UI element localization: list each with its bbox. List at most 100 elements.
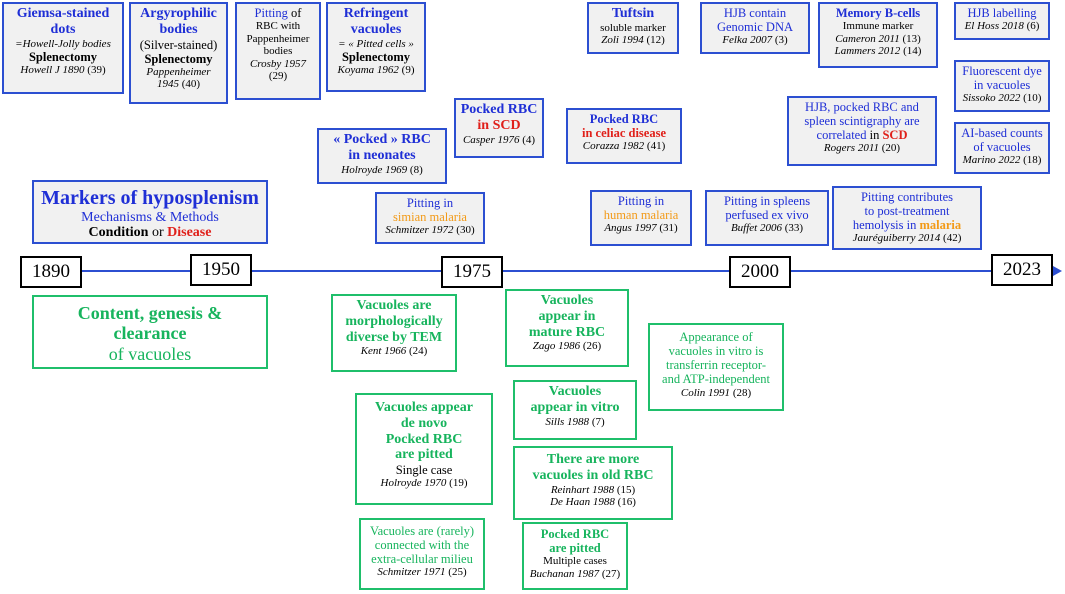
hjb-scd-l3b: in [866, 128, 883, 143]
hjb-scd-ref: Rogers 2011 [823, 142, 880, 155]
pocked-neo-l1: « Pocked » RBC [333, 132, 431, 147]
post-l2: to post-treatment [864, 204, 950, 219]
mature-box: Vacuoles appear in mature RBC Zago 1986 … [505, 289, 629, 367]
denovo-l5: Single case [395, 463, 453, 478]
fluor-box: Fluorescent dye in vacuoles Sissoko 2022… [954, 60, 1050, 112]
tuftsin-box: Tuftsin soluble marker Zoli 1994 (12) [587, 2, 679, 54]
tem-l3: diverse by TEM [345, 329, 443, 345]
argyro-ref2: 1945 [156, 78, 179, 91]
post-treatment-box: Pitting contributes to post-treatment he… [832, 186, 982, 250]
legend-content-line1: Content, genesis & [77, 303, 223, 323]
giemsa-condition: Splenectomy [28, 50, 98, 65]
denovo-l2: de novo [400, 415, 448, 431]
simian-l2: simian malaria [393, 210, 467, 225]
refringent-condition: Splenectomy [341, 50, 411, 65]
hjb-label-l1: HJB labelling [967, 6, 1037, 20]
ai-box: AI-based counts of vacuoles Marino 2022 … [954, 122, 1050, 174]
spleens-l2: perfused ex vivo [725, 208, 809, 223]
hjb-dna-ref: Felka 2007 [722, 34, 773, 47]
tem-ref: Kent 1966 [360, 345, 407, 358]
giemsa-box: Giemsa-stained dots =Howell-Jolly bodies… [2, 2, 124, 94]
hjb-scd-l3a: correlated [816, 128, 867, 143]
pitting-word: Pitting [254, 6, 288, 20]
denovo-box: Vacuoles appear de novo Pocked RBC are p… [355, 393, 493, 505]
memory-b-ref1: Cameron 2011 [835, 32, 900, 45]
human-l2: human malaria [603, 208, 679, 223]
ai-l1: AI-based counts [961, 126, 1043, 140]
pitted-num: (27) [599, 567, 621, 580]
fluor-l2: in vacuoles [973, 78, 1031, 93]
mature-ref: Zago 1986 [532, 340, 581, 353]
invitro-num: (7) [589, 415, 605, 428]
denovo-num: (19) [446, 477, 468, 490]
tem-l1: Vacuoles are [356, 298, 432, 313]
tuftsin-sub: soluble marker [600, 21, 666, 34]
denovo-l1: Vacuoles appear [375, 400, 473, 415]
transferrin-l4: and ATP-independent [662, 372, 770, 387]
pocked-neonates-box: « Pocked » RBC in neonates Holroyde 1969… [317, 128, 447, 184]
mature-l2: appear in [538, 308, 596, 324]
human-box: Pitting in human malaria Angus 1997 (31) [590, 190, 692, 246]
post-l3b: malaria [919, 218, 962, 233]
pitted-l1: Pocked RBC [540, 527, 610, 541]
mature-l1: Vacuoles [540, 293, 594, 308]
year-2023: 2023 [991, 254, 1053, 286]
tem-num: (24) [406, 345, 428, 358]
memory-b-num2: (14) [900, 44, 922, 57]
fluor-num: (10) [1020, 92, 1042, 105]
denovo-ref: Holroyde 1970 [380, 477, 447, 490]
pitting-l4: bodies [263, 45, 293, 58]
post-num: (42) [940, 232, 962, 245]
pitted-l2: are pitted [549, 541, 601, 556]
pocked-celiac-num: (41) [644, 140, 666, 153]
spleens-l1: Pitting in spleens [723, 194, 811, 208]
legend-condition: Condition [88, 225, 149, 241]
giemsa-sub: =Howell-Jolly bodies [15, 37, 111, 50]
pocked-celiac-l2: in celiac disease [581, 126, 666, 141]
rarely-l2: connected with the [374, 538, 470, 553]
tuftsin-ref: Zoli 1994 [601, 34, 644, 47]
rarely-l3: extra-cellular milieu [371, 552, 473, 567]
old-num2: (16) [614, 496, 636, 509]
refringent-box: Refringent vacuoles = « Pitted cells » S… [326, 2, 426, 92]
pitted-ref: Buchanan 1987 [529, 567, 600, 580]
invitro-l1: Vacuoles [548, 384, 602, 399]
ai-ref: Marino 2022 [962, 154, 1021, 167]
mature-l3: mature RBC [528, 324, 606, 340]
memory-b-title: Memory B-cells [835, 6, 921, 20]
legend-markers-box: Markers of hyposplenism Mechanisms & Met… [32, 180, 268, 244]
argyro-sub: (Silver-stained) [139, 37, 218, 52]
giemsa-num: (39) [84, 64, 106, 77]
spleens-num: (33) [781, 222, 804, 235]
legend-markers-title: Markers of hyposplenism [41, 187, 259, 209]
pitting-of: of [287, 6, 302, 20]
memory-b-sub: Immune marker [842, 20, 914, 33]
fluor-l1: Fluorescent dye [962, 64, 1042, 78]
human-l1: Pitting in [617, 194, 665, 208]
human-num: (31) [656, 222, 678, 235]
simian-box: Pitting in simian malaria Schmitzer 1972… [375, 192, 485, 244]
invitro-box: Vacuoles appear in vitro Sills 1988 (7) [513, 380, 637, 440]
memory-b-num1: (13) [899, 32, 921, 45]
tuftsin-title: Tuftsin [611, 6, 655, 21]
legend-content-line3: of vacuoles [108, 343, 192, 364]
legend-or: or [148, 225, 168, 241]
rarely-l1: Vacuoles are (rarely) [369, 524, 475, 538]
giemsa-title2: dots [50, 21, 76, 37]
post-l1: Pitting contributes [860, 190, 953, 204]
transferrin-l2: vacuoles in vitro is [668, 344, 764, 359]
mature-num: (26) [580, 340, 602, 353]
simian-num: (30) [453, 224, 475, 237]
transferrin-num: (28) [730, 386, 752, 399]
hjb-scd-l2: spleen scintigraphy are [804, 114, 920, 129]
old-rbc-box: There are more vacuoles in old RBC Reinh… [513, 446, 673, 520]
pocked-celiac-l1: Pocked RBC [589, 112, 659, 126]
giemsa-ref: Howell J 1890 [20, 64, 85, 77]
refringent-ref: Koyama 1962 [337, 64, 399, 77]
hjb-scd-box: HJB, pocked RBC and spleen scintigraphy … [787, 96, 937, 166]
hjb-dna-l2: Genomic DNA [716, 20, 794, 35]
pocked-neo-l2: in neonates [348, 147, 416, 163]
human-ref: Angus 1997 [604, 222, 657, 235]
pocked-scd-num: (4) [519, 133, 536, 146]
pocked-neo-ref: Holroyde 1969 [341, 163, 408, 176]
